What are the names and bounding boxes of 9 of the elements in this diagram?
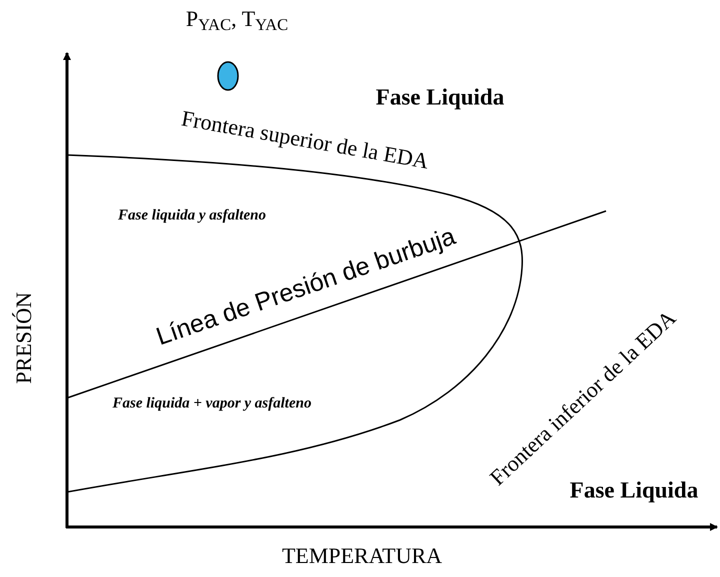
- point-label: P$_{YAC}$, T$_{YAC}$: [184, 5, 290, 35]
- boundary-label: Frontera superior de la EDA: [180, 107, 430, 173]
- region-label: Fase liquida y asfalteno: [118, 208, 266, 224]
- line-label: Línea de Presión de burbuja: [153, 224, 459, 350]
- axis-label: TEMPERATURA: [282, 545, 442, 567]
- region-label: Fase liquida + vapor y asfalteno: [112, 396, 312, 412]
- axis-label: PRESIÓN: [13, 292, 35, 384]
- region-label: Fase Liquida: [570, 478, 698, 502]
- region-label: Fase Liquida: [376, 86, 504, 108]
